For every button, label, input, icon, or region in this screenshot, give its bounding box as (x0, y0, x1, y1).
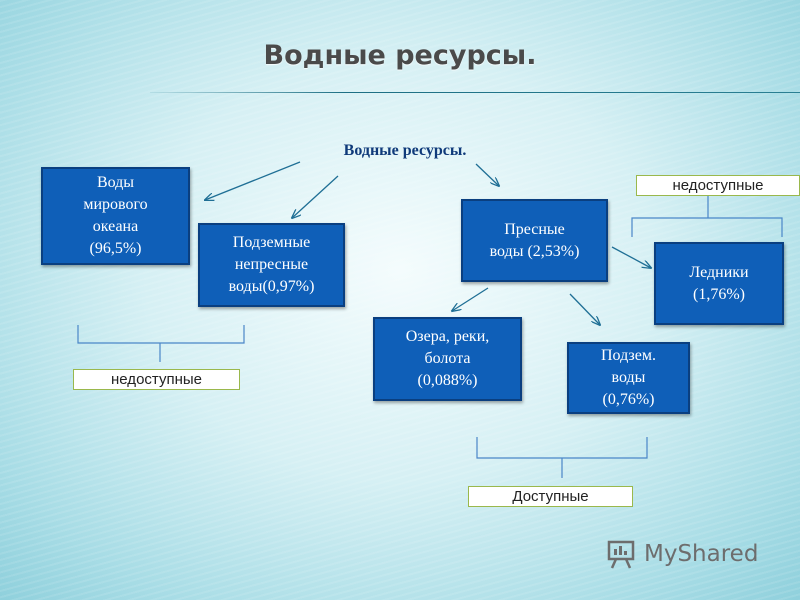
bracket-left (77, 325, 245, 362)
node-underground-fresh-water: Подзем. воды (0,76%) (567, 342, 690, 414)
diagram-root-label: Водные ресурсы. (343, 142, 467, 159)
tag-inaccessible-left: недоступные (73, 369, 240, 390)
arrow-to-underground-nonfresh (292, 175, 339, 218)
bracket-right (631, 196, 783, 237)
arrow-to-underground-fresh (569, 293, 600, 325)
watermark-logo: MyShared (606, 537, 758, 571)
node-ocean-water: Воды мирового океана (96,5%) (41, 167, 190, 265)
arrow-to-ocean (205, 161, 301, 200)
bracket-accessible (476, 437, 648, 478)
title-underline (150, 92, 800, 93)
arrow-to-glaciers (611, 246, 651, 268)
node-glaciers: Ледники (1,76%) (654, 242, 784, 325)
node-fresh-water: Пресные воды (2,53%) (461, 199, 608, 282)
presentation-board-icon (607, 540, 635, 569)
node-lakes-rivers-swamps: Озера, реки, болота (0,088%) (373, 317, 522, 401)
watermark-brand: MyShared (644, 541, 759, 567)
arrow-to-fresh (475, 163, 499, 186)
node-underground-nonfresh-water: Подземные непресные воды(0,97%) (198, 223, 345, 307)
tag-inaccessible-right: недоступные (636, 175, 800, 196)
arrow-to-lakes (452, 287, 489, 311)
slide-title: Водные ресурсы. (263, 40, 537, 71)
tag-accessible: Доступные (468, 486, 633, 507)
